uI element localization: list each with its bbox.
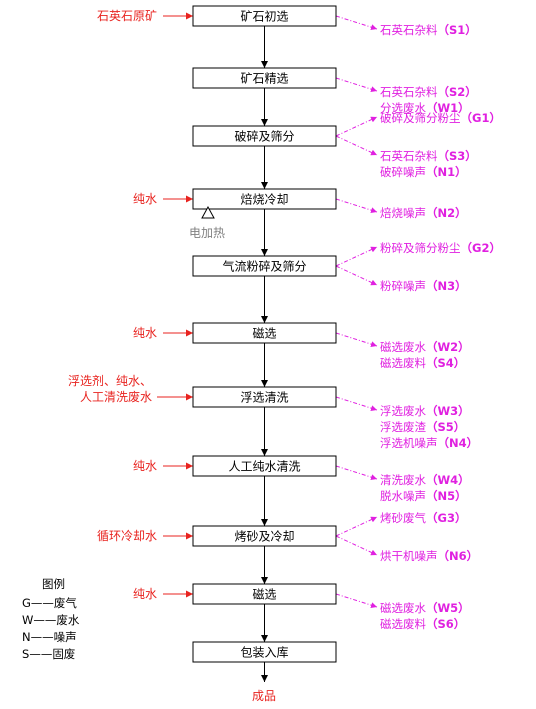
process-step-box — [192, 641, 337, 663]
process-step-label: 矿石初选 — [240, 10, 288, 24]
output-arrow — [335, 15, 378, 31]
input-label: 石英石原矿 — [97, 9, 157, 23]
output-label: 烘干机噪声（N6） — [380, 549, 478, 563]
legend-row-n: N——噪声 — [22, 630, 77, 644]
process-step-label: 气流粉碎及筛分 — [222, 259, 306, 274]
output-arrow — [335, 465, 378, 481]
final-product-label: 成品 — [252, 689, 276, 703]
output-label: 脱水噪声（N5） — [380, 489, 467, 503]
process-step-label: 包装入库 — [240, 645, 288, 660]
process-step-label: 焙烧冷却 — [240, 192, 288, 207]
process-step-box — [192, 455, 337, 477]
output-label: 磁选废水（W5） — [380, 601, 470, 615]
process-step-box — [192, 67, 337, 89]
process-step-label: 磁选 — [252, 326, 276, 341]
output-label: 浮选废渣（S5） — [380, 420, 465, 434]
input-label: 纯水 — [133, 587, 157, 601]
input-label: 纯水 — [133, 192, 157, 206]
output-label: 浮选机噪声（N4） — [380, 436, 478, 450]
input-label: 纯水 — [133, 326, 157, 340]
output-arrow — [335, 135, 378, 156]
legend: 图例 G——废气 W——废水 N——噪声 S——固废 — [22, 577, 80, 661]
input-label: 人工清洗废水 — [80, 389, 152, 404]
process-step-label: 烤砂及冷却 — [234, 529, 294, 544]
process-step-box — [192, 5, 337, 27]
legend-row-s: S——固废 — [22, 647, 75, 661]
process-step-box — [192, 255, 337, 277]
output-label: 磁选废料（S6） — [380, 617, 465, 631]
input-label: 循环冷却水 — [97, 529, 157, 543]
output-label: 浮选废水（W3） — [380, 404, 470, 418]
output-arrow — [335, 535, 378, 556]
output-arrow — [335, 396, 378, 412]
output-arrow — [335, 593, 378, 609]
output-label: 磁选废水（W2） — [380, 340, 470, 354]
output-label: 石英石杂料（S3） — [380, 149, 477, 163]
process-step-label: 破碎及筛分 — [234, 129, 294, 144]
output-label: 粉碎及筛分粉尘（G2） — [380, 241, 501, 255]
output-arrow — [335, 116, 378, 137]
process-step-label: 矿石精选 — [240, 72, 288, 86]
output-label: 烤砂废气（G3） — [380, 511, 466, 525]
output-label: 石英石杂料（S2） — [380, 85, 477, 99]
output-arrow — [335, 265, 378, 286]
process-step-label: 磁选 — [252, 587, 276, 602]
input-label: 纯水 — [133, 459, 157, 473]
output-arrow — [335, 77, 378, 93]
heater-triangle-icon — [201, 205, 215, 219]
input-label: 浮选剂、纯水、 — [68, 373, 152, 388]
output-arrow — [335, 332, 378, 348]
output-label: 粉碎噪声（N3） — [380, 279, 467, 293]
heater-label: 电加热 — [189, 226, 225, 240]
process-step-label: 人工纯水清洗 — [228, 460, 300, 474]
process-step-box — [192, 386, 337, 408]
legend-row-w: W——废水 — [22, 613, 80, 627]
legend-row-g: G——废气 — [22, 596, 77, 610]
output-arrow — [335, 516, 378, 537]
output-label: 破碎及筛分粉尘（G1） — [380, 111, 501, 125]
legend-title: 图例 — [42, 577, 65, 591]
process-step-label: 浮选清洗 — [240, 391, 288, 405]
output-label: 焙烧噪声（N2） — [380, 206, 467, 220]
process-step-box — [192, 188, 337, 210]
process-step-box — [192, 583, 337, 605]
output-arrow — [335, 246, 378, 267]
process-step-box — [192, 125, 337, 147]
output-arrow — [335, 198, 378, 214]
process-step-box — [192, 525, 337, 547]
output-label: 石英石杂料（S1） — [380, 23, 477, 37]
output-label: 分选废水（W1） — [380, 101, 470, 115]
output-label: 破碎噪声（N1） — [380, 165, 467, 179]
process-step-box — [192, 322, 337, 344]
output-label: 清洗废水（W4） — [380, 473, 470, 487]
output-label: 磁选废料（S4） — [380, 356, 465, 370]
